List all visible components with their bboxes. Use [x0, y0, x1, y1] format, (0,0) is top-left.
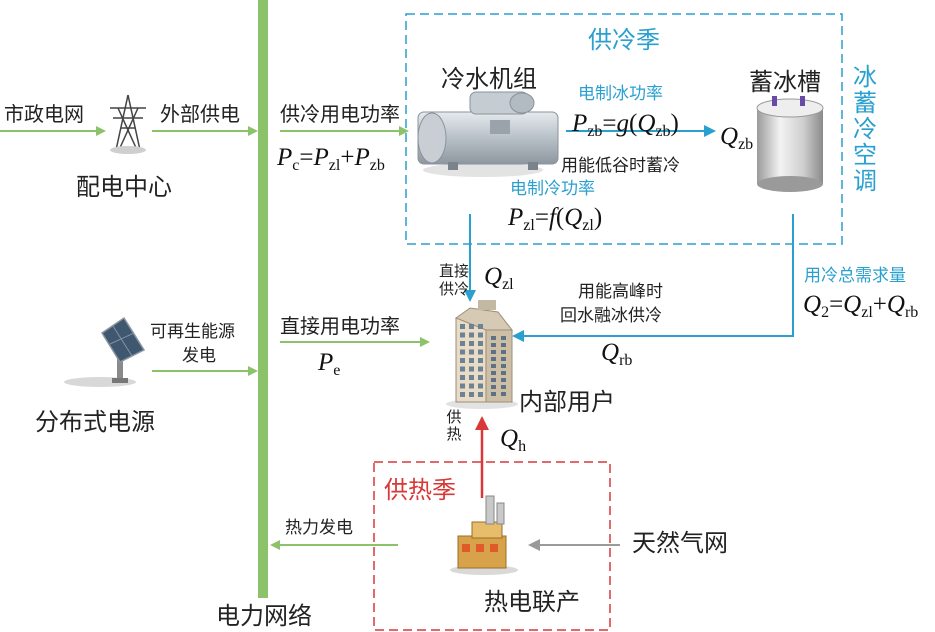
formula-qh: Qh — [500, 426, 526, 455]
solar-panel-icon — [64, 316, 146, 387]
chiller-label: 冷水机组 — [441, 65, 537, 93]
renewable-line2-label: 发电 — [182, 346, 216, 366]
direct-cooling-label: 直接供冷 — [437, 262, 471, 298]
power-network-bus — [258, 0, 268, 598]
heat-power-label: 热力发电 — [285, 518, 353, 538]
grid-source-label: 市政电网 — [4, 102, 84, 126]
formula-qh-text: Qh — [500, 425, 527, 455]
cooling-season-label: 供冷季 — [588, 26, 660, 54]
formula-qzb: Qzb — [720, 124, 753, 153]
formula-qzl: Qzl — [484, 264, 514, 293]
formula-qzb-text: Qzb — [720, 123, 754, 153]
formula-pzb: Pzb=g(Qzb) — [572, 111, 679, 140]
transmission-tower-icon — [110, 94, 146, 154]
formula-pzl-text: Pzl=f(Qzl) — [508, 204, 603, 234]
formula-q2: Q2=Qzl+Qrb — [803, 292, 918, 321]
ice-storage-ac-label: 冰蓄冷空调 — [853, 63, 877, 195]
internal-user-label: 内部用户 — [519, 388, 615, 416]
heating-season-label: 供热季 — [384, 476, 456, 504]
peak-line1-label: 用能高峰时 — [578, 282, 663, 302]
formula-pzb-text: Pzb=g(Qzb) — [572, 110, 679, 140]
building-icon — [446, 300, 518, 409]
direct-power-label: 直接用电功率 — [280, 314, 400, 338]
distributed-source-label: 分布式电源 — [35, 408, 155, 436]
formula-qrb-text: Qrb — [601, 339, 633, 369]
store-at-valley-label: 用能低谷时蓄冷 — [561, 156, 680, 176]
direct-cooling-text: 直接供冷 — [438, 262, 469, 298]
formula-pc-text: Pc=Pzl+Pzb — [277, 144, 385, 174]
external-supply-label: 外部供电 — [160, 102, 240, 126]
cooling-power-label: 供冷用电功率 — [280, 102, 400, 126]
heating-season-box — [373, 461, 611, 631]
formula-pc: Pc=Pzl+Pzb — [277, 145, 385, 174]
formula-pzl: Pzl=f(Qzl) — [508, 205, 602, 234]
arrow-tank-to-user — [512, 214, 794, 342]
peak-line2-label: 回水融冰供冷 — [560, 306, 662, 326]
gas-network-label: 天然气网 — [632, 529, 728, 557]
chill-power-label: 电制冷功率 — [510, 179, 595, 199]
cooling-season-box — [405, 13, 843, 245]
chp-plant-icon — [450, 495, 518, 575]
ice-power-label: 电制冰功率 — [578, 84, 663, 104]
total-cooling-demand-label: 用冷总需求量 — [804, 266, 906, 286]
formula-qzl-text: Qzl — [484, 263, 514, 293]
ice-tank-icon — [756, 96, 824, 192]
formula-q2-text: Q2=Qzl+Qrb — [803, 291, 919, 321]
ice-tank-label: 蓄冰槽 — [749, 68, 821, 96]
renewable-line1-label: 可再生能源 — [150, 322, 235, 342]
chiller-unit-icon — [417, 91, 559, 177]
power-network-label: 电力网络 — [216, 602, 312, 630]
formula-pe: Pe — [318, 350, 340, 379]
formula-qrb: Qrb — [601, 340, 632, 369]
heat-supply-label: 供热 — [446, 408, 462, 443]
chp-label: 热电联产 — [484, 588, 580, 616]
distribution-center-label: 配电中心 — [76, 173, 172, 201]
formula-pe-text: Pe — [318, 349, 341, 379]
